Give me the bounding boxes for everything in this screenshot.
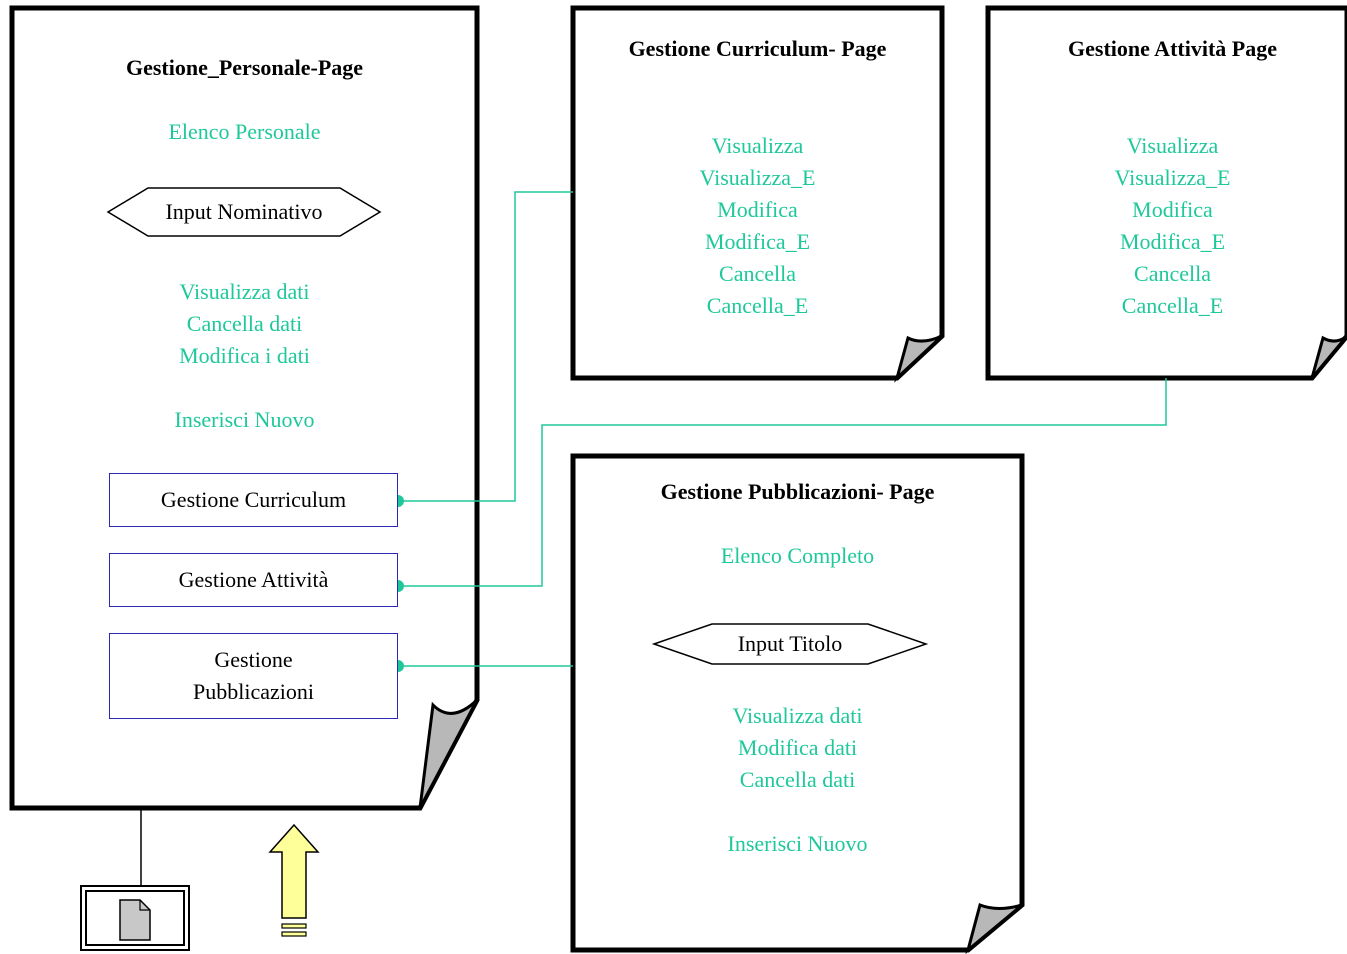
gestione-curriculum-label: Gestione Curriculum bbox=[160, 487, 347, 512]
attivita-modifica-e-link[interactable]: Modifica_E bbox=[1119, 229, 1226, 254]
page-fold-icon bbox=[894, 334, 944, 383]
curriculum-visualizza-e-link[interactable]: Visualizza_E bbox=[699, 165, 816, 190]
attivita-page-title: Gestione Attività Page bbox=[1068, 36, 1277, 61]
connectors bbox=[398, 191, 1167, 667]
document-icon[interactable] bbox=[80, 885, 190, 951]
cancella-dati-link[interactable]: Cancella dati bbox=[186, 311, 303, 336]
gestione-pubblicazioni-label-line1: Gestione bbox=[214, 647, 293, 672]
pubblicazioni-page-frame bbox=[570, 453, 1025, 954]
input-titolo-label[interactable]: Input Titolo bbox=[737, 631, 843, 656]
pubblicazioni-cancella-dati-link[interactable]: Cancella dati bbox=[739, 767, 856, 792]
page-fold-icon bbox=[965, 902, 1023, 954]
modifica-dati-link[interactable]: Modifica i dati bbox=[179, 343, 310, 368]
gestione-pubblicazioni-button[interactable]: Gestione Pubblicazioni bbox=[109, 633, 398, 719]
elenco-completo-link[interactable]: Elenco Completo bbox=[720, 543, 875, 568]
curriculum-page-frame bbox=[570, 5, 945, 383]
pubblicazioni-inserisci-nuovo-link[interactable]: Inserisci Nuovo bbox=[727, 831, 868, 856]
attivita-visualizza-e-link[interactable]: Visualizza_E bbox=[1114, 165, 1231, 190]
page-fold-icon bbox=[418, 698, 479, 809]
input-nominativo-label[interactable]: Input Nominativo bbox=[165, 199, 323, 224]
gestione-pubblicazioni-label-line2: Pubblicazioni bbox=[193, 679, 314, 704]
gestione-attivita-button[interactable]: Gestione Attività bbox=[109, 553, 398, 607]
elenco-personale-link[interactable]: Elenco Personale bbox=[168, 119, 321, 144]
connector-attivita bbox=[398, 378, 1167, 587]
attivita-visualizza-link[interactable]: Visualizza bbox=[1126, 133, 1219, 158]
visualizza-dati-link[interactable]: Visualizza dati bbox=[179, 279, 310, 304]
curriculum-modifica-e-link[interactable]: Modifica_E bbox=[704, 229, 811, 254]
gestione-attivita-label: Gestione Attività bbox=[178, 567, 329, 592]
attivita-cancella-e-link[interactable]: Cancella_E bbox=[1121, 293, 1224, 318]
gestione-curriculum-button[interactable]: Gestione Curriculum bbox=[109, 473, 398, 527]
inserisci-nuovo-link[interactable]: Inserisci Nuovo bbox=[174, 407, 315, 432]
pubblicazioni-visualizza-dati-link[interactable]: Visualizza dati bbox=[732, 703, 863, 728]
curriculum-cancella-link[interactable]: Cancella bbox=[719, 261, 796, 286]
pubblicazioni-modifica-dati-link[interactable]: Modifica dati bbox=[737, 735, 858, 760]
attivita-modifica-link[interactable]: Modifica bbox=[1132, 197, 1213, 222]
curriculum-page-title: Gestione Curriculum- Page bbox=[628, 36, 887, 61]
up-arrow-icon[interactable] bbox=[268, 823, 320, 937]
connector-curriculum bbox=[398, 191, 573, 502]
personale-page-title: Gestione_Personale-Page bbox=[125, 55, 364, 80]
curriculum-cancella-e-link[interactable]: Cancella_E bbox=[706, 293, 809, 318]
input-nominativo-hexagon bbox=[106, 187, 382, 237]
curriculum-visualizza-link[interactable]: Visualizza bbox=[711, 133, 804, 158]
pubblicazioni-page-title: Gestione Pubblicazioni- Page bbox=[660, 479, 935, 504]
input-titolo-hexagon bbox=[651, 623, 929, 665]
curriculum-modifica-link[interactable]: Modifica bbox=[717, 197, 798, 222]
attivita-cancella-link[interactable]: Cancella bbox=[1134, 261, 1211, 286]
attivita-page-frame bbox=[985, 5, 1347, 381]
